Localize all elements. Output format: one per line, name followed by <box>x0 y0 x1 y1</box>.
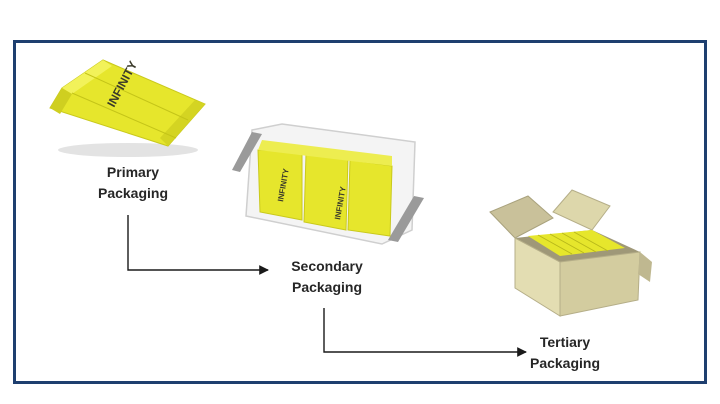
label-tertiary-line2: Packaging <box>529 355 601 371</box>
arrow-secondary-to-tertiary <box>323 308 527 357</box>
arrow-primary-to-secondary <box>127 215 269 275</box>
label-tertiary-packaging: Tertiary Packaging <box>510 332 620 374</box>
label-primary-line1: Primary <box>106 164 160 180</box>
label-secondary-packaging: Secondary Packaging <box>268 256 386 298</box>
shrink-wrap-bundle-icon: INFINITY INFINITY <box>232 123 424 245</box>
open-box-icon <box>489 189 652 317</box>
label-tertiary-line1: Tertiary <box>539 334 591 350</box>
label-primary-packaging: Primary Packaging <box>78 162 188 204</box>
label-primary-line2: Packaging <box>97 185 169 201</box>
pouch-icon: INFINITY <box>49 59 206 157</box>
label-secondary-line2: Packaging <box>291 279 363 295</box>
label-secondary-line1: Secondary <box>291 258 363 274</box>
